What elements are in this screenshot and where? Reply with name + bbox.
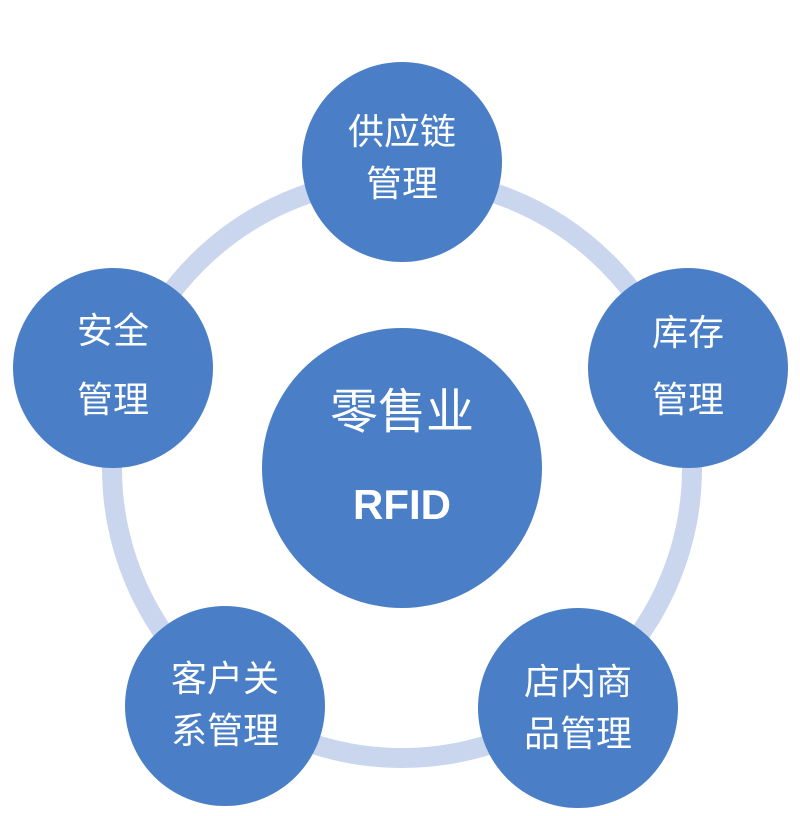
node-security-line-2: 管理 — [77, 380, 149, 421]
node-supply-chain-line-1: 供应链 — [348, 112, 456, 153]
node-customer-relations-circle — [125, 606, 325, 806]
center-title: 零售业 — [330, 384, 474, 440]
node-supply-chain-circle — [302, 62, 502, 262]
center-circle — [262, 328, 542, 608]
node-security-circle — [13, 268, 213, 468]
node-customer-relations-line-2: 系管理 — [171, 711, 279, 752]
node-supply-chain: 供应链 管理 — [302, 62, 502, 262]
node-supply-chain-line-2: 管理 — [366, 164, 438, 205]
node-inventory-circle — [588, 268, 788, 468]
node-inventory-line-1: 库存 — [652, 313, 724, 354]
node-security: 安全 管理 — [13, 268, 213, 468]
node-store-goods: 店内商 品管理 — [478, 608, 678, 808]
node-customer-relations-line-1: 客户关 — [171, 659, 279, 700]
node-store-goods-line-2: 品管理 — [524, 714, 632, 755]
node-customer-relations: 客户关 系管理 — [125, 606, 325, 806]
node-inventory-line-2: 管理 — [652, 380, 724, 421]
node-store-goods-circle — [478, 608, 678, 808]
node-store-goods-line-1: 店内商 — [524, 662, 632, 703]
center-subtitle: RFID — [353, 481, 451, 528]
node-inventory: 库存 管理 — [588, 268, 788, 468]
node-security-line-1: 安全 — [77, 311, 149, 352]
center-node: 零售业 RFID — [262, 328, 542, 608]
